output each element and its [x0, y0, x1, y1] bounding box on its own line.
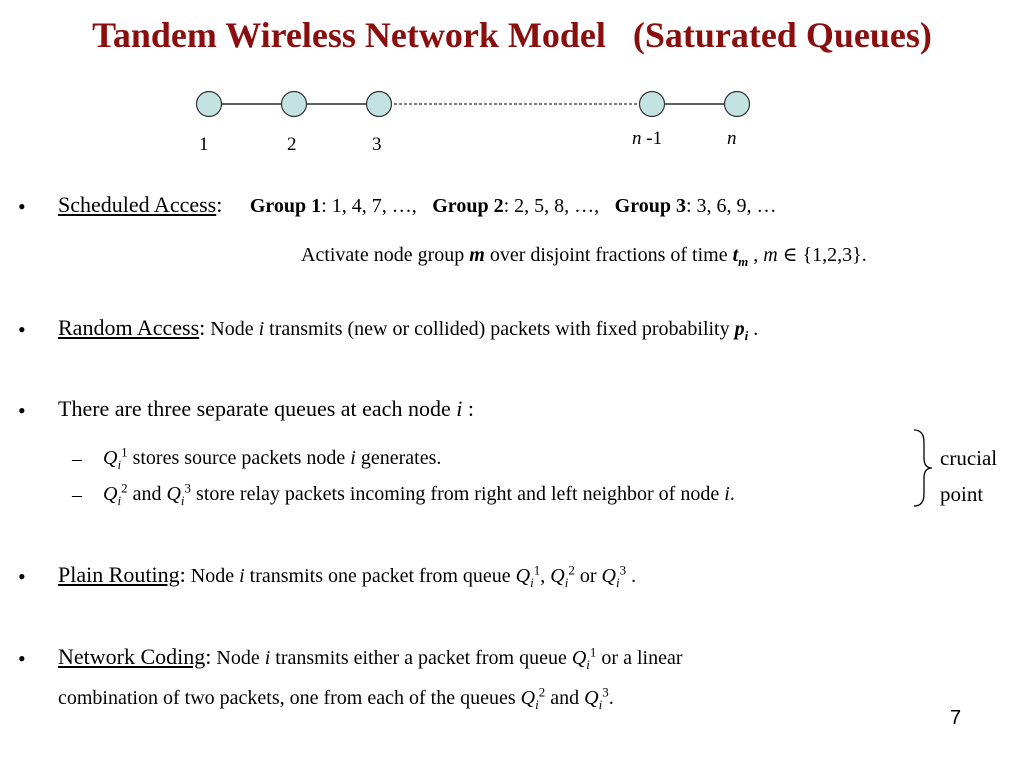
scheduled-access-line: Scheduled Access: Group 1: 1, 4, 7, …, G…	[58, 192, 777, 217]
network-coding-line: Network Coding: Node i transmits either …	[58, 644, 683, 672]
network-coding-heading: Network Coding	[58, 644, 206, 669]
node-label-1: 1	[199, 134, 209, 155]
node-3	[365, 90, 393, 118]
node-n-minus-1	[638, 90, 666, 118]
bullet-queues: •	[18, 398, 26, 423]
plain-routing-heading: Plain Routing	[58, 562, 180, 587]
node-label-2: 2	[287, 134, 297, 155]
node-label-n-minus-1: n -1	[632, 128, 663, 149]
node-n	[723, 90, 751, 118]
network-coding-line2: combination of two packets, one from eac…	[58, 684, 614, 712]
bullet-random: •	[18, 317, 26, 342]
tandem-network-diagram	[195, 90, 751, 118]
node-label-3: 3	[372, 134, 382, 155]
node-1	[195, 90, 223, 118]
queues-line: There are three separate queues at each …	[58, 396, 474, 421]
queue-item-2: Qi2 and Qi3 store relay packets incoming…	[103, 480, 735, 508]
curly-brace-icon	[913, 429, 933, 507]
bullet-coding: •	[18, 646, 26, 671]
queue-item-1: Qi1 stores source packets node i generat…	[103, 444, 442, 472]
node-label-n: n	[727, 128, 737, 149]
crucial-note-line2: point	[940, 482, 984, 506]
crucial-note-line1: crucial	[940, 446, 998, 470]
scheduled-activate-line: Activate node group m over disjoint frac…	[301, 244, 867, 269]
scheduled-access-heading: Scheduled Access	[58, 192, 217, 217]
dash-item2: –	[72, 484, 82, 506]
random-access-heading: Random Access	[58, 315, 200, 340]
page-number: 7	[950, 707, 962, 729]
dash-item1: –	[72, 448, 82, 470]
bullet-plain: •	[18, 564, 26, 589]
slide-title: Tandem Wireless Network Model (Saturated…	[92, 15, 932, 55]
random-access-line: Random Access: Node i transmits (new or …	[58, 315, 759, 343]
node-2	[280, 90, 308, 118]
bullet-scheduled: •	[18, 194, 26, 219]
plain-routing-line: Plain Routing: Node i transmits one pack…	[58, 562, 637, 590]
